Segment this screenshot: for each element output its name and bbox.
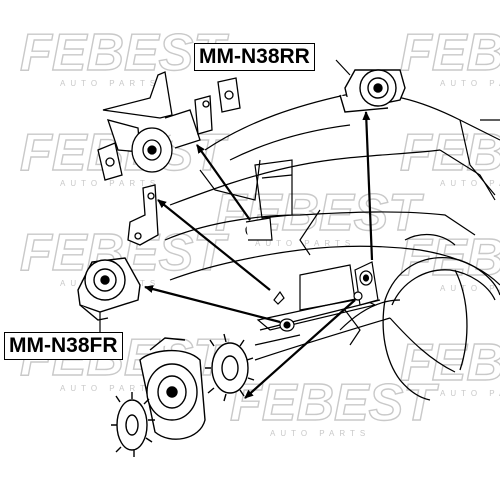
center-mount [245, 217, 273, 241]
left-bracket [127, 184, 159, 246]
upper-left-mount-assembly [102, 71, 241, 173]
arrow-to-upper-left-mount [196, 144, 251, 221]
watermark: FEBEST AUTO PARTS [229, 373, 440, 438]
spiked-ring [205, 333, 255, 402]
mm-n38rr-part [339, 69, 406, 113]
watermark-sub: AUTO PARTS [440, 389, 500, 398]
watermark-sub: AUTO PARTS [440, 79, 500, 88]
label-leaders [99, 59, 351, 333]
watermark-brand: FEBEST [400, 334, 500, 392]
watermark: FEBEST AUTO PARTS [399, 333, 500, 398]
watermark-brand: FEBEST [400, 24, 500, 82]
watermark: FEBEST AUTO PARTS [399, 23, 500, 88]
watermark-sub: AUTO PARTS [440, 179, 500, 188]
lower-mount-assembly [139, 337, 206, 440]
part-label-rear: MM-N38RR [194, 43, 315, 71]
subframe [254, 297, 377, 346]
watermark-sub: AUTO PARTS [60, 179, 160, 188]
arrow-to-rear-mount [362, 111, 374, 261]
watermark: FEBEST AUTO PARTS [399, 123, 500, 188]
watermark-brand: FEBEST [230, 374, 439, 432]
arrow-to-front-mount [144, 285, 281, 324]
right-bracket [353, 261, 379, 306]
watermark-sub: AUTO PARTS [440, 284, 500, 293]
leader-rear [335, 59, 351, 76]
watermark-layer: FEBEST AUTO PARTS FEBEST AUTO PARTS FEBE… [19, 23, 500, 438]
watermark-brand: FEBEST [400, 124, 500, 182]
spiked-ring-lower [111, 392, 155, 457]
watermark-sub: AUTO PARTS [270, 429, 370, 438]
mm-n38fr-part [77, 257, 141, 321]
arrow-to-lower-mount [244, 299, 356, 399]
part-label-front: MM-N38FR [4, 332, 123, 360]
front-mount-location [273, 290, 295, 332]
wheel-arch [382, 256, 500, 401]
watermark-sub: AUTO PARTS [60, 384, 160, 393]
watermark-sub: AUTO PARTS [60, 79, 160, 88]
watermark: FEBEST AUTO PARTS [399, 228, 500, 293]
arrows [144, 111, 374, 399]
small-plate [97, 142, 123, 181]
arrow-to-left-bracket [157, 199, 271, 291]
